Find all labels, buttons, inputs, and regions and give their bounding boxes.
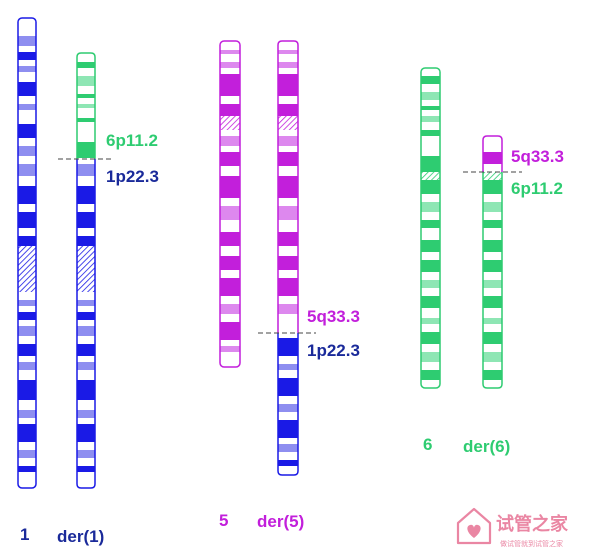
- chromosome-6: [420, 67, 441, 389]
- watermark-subtitle: 做试管就到试管之家: [500, 539, 563, 548]
- breakpoint-label: 1p22.3: [307, 341, 360, 360]
- chromosome-5: [219, 40, 241, 368]
- chromosome-label: der(5): [257, 512, 304, 531]
- chromosome-der5: [277, 40, 299, 476]
- chromosome-1: [17, 17, 37, 489]
- breakpoint-label: 5q33.3: [307, 307, 360, 326]
- chromosome-der6: [482, 135, 503, 389]
- house-heart-icon: [456, 507, 492, 545]
- chromosome-label: 6: [423, 435, 432, 454]
- breakpoint-label: 5q33.3: [511, 147, 564, 166]
- breakpoint-label: 6p11.2: [106, 131, 158, 150]
- chromosome-label: 1: [20, 525, 29, 544]
- chromosome-label: 5: [219, 511, 228, 530]
- watermark-title: 试管之家: [496, 513, 569, 535]
- chromosome-label: der(1): [57, 527, 104, 546]
- breakpoint-label: 6p11.2: [511, 179, 563, 198]
- chromosome-der1: [76, 52, 96, 489]
- chromosome-label: der(6): [463, 437, 510, 456]
- watermark: 试管之家 做试管就到试管之家: [456, 507, 569, 548]
- breakpoint-label: 1p22.3: [106, 167, 159, 186]
